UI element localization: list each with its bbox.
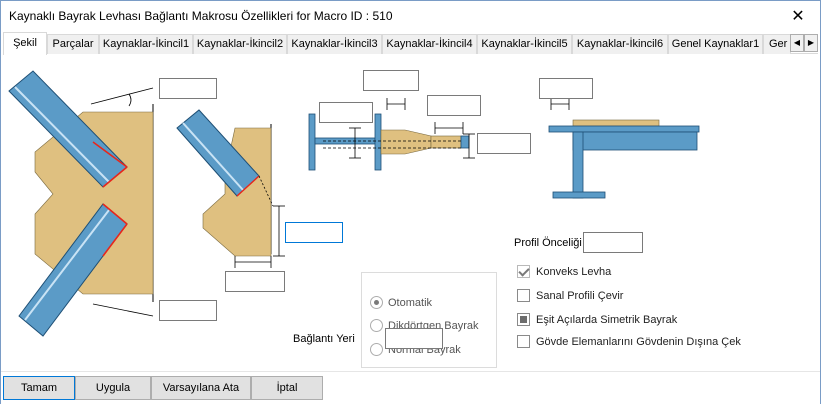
checkbox-sanal-profil[interactable]: Sanal Profili Çevir	[517, 289, 623, 302]
button-bar: Tamam Uygula Varsayılana Ata İptal	[1, 371, 820, 404]
bottom-angle-input[interactable]	[159, 300, 217, 321]
window-title: Kaynaklı Bayrak Levhası Bağlantı Makrosu…	[9, 9, 393, 23]
beam-width-input[interactable]	[427, 95, 481, 116]
shape-panel: Otomatik Dikdörtgen Bayrak Normal Bayrak…	[3, 54, 818, 369]
tab-kaynaklar-ikincil2[interactable]: Kaynaklar-İkincil2	[193, 34, 287, 54]
tab-kaynaklar-ikincil1[interactable]: Kaynaklar-İkincil1	[99, 34, 193, 54]
tab-kaynaklar-ikincil3[interactable]: Kaynaklar-İkincil3	[287, 34, 382, 54]
close-button[interactable]: ✕	[778, 3, 818, 29]
beam-length-input[interactable]	[477, 133, 531, 154]
ok-button[interactable]: Tamam	[3, 376, 75, 400]
chevron-left-icon: ◀	[793, 38, 801, 47]
checkbox[interactable]	[517, 265, 530, 278]
close-icon: ✕	[791, 8, 805, 25]
mid-angle-input[interactable]	[285, 222, 343, 243]
apply-button[interactable]: Uygula	[75, 376, 151, 400]
right-section-drawing	[548, 98, 700, 199]
checkbox-simetrik[interactable]: Eşit Açılarda Simetrik Bayrak	[517, 313, 677, 326]
beam-height-input[interactable]	[319, 102, 373, 123]
beam-gap-input[interactable]	[363, 70, 419, 91]
checkbox[interactable]	[517, 289, 530, 302]
checkbox-label: Sanal Profili Çevir	[536, 289, 624, 302]
checkbox-konveks[interactable]: Konveks Levha	[517, 265, 611, 278]
tab-scroll-right-button[interactable]: ▶	[804, 34, 818, 52]
checkbox-govde[interactable]: Gövde Elemanlarını Gövdenin Dışına Çek	[517, 335, 741, 348]
checkbox-label: Konveks Levha	[536, 265, 612, 278]
profile-priority-label: Profil Önceliği	[514, 237, 582, 249]
right-offset-input[interactable]	[539, 78, 593, 99]
left-connection-drawing	[8, 70, 154, 337]
tab-kaynaklar-ikincil4[interactable]: Kaynaklar-İkincil4	[382, 34, 477, 54]
chevron-right-icon: ▶	[807, 38, 815, 47]
profile-priority-input[interactable]	[583, 232, 643, 253]
tab-strip: Şekil Parçalar Kaynaklar-İkincil1 Kaynak…	[3, 32, 818, 55]
tab-genel-kaynaklar2[interactable]: Ger	[763, 34, 791, 54]
beam-section-drawing	[308, 98, 475, 171]
checkbox-label: Gövde Elemanlarını Gövdenin Dışına Çek	[536, 335, 741, 348]
checkbox[interactable]	[517, 313, 530, 326]
radio-button[interactable]	[370, 343, 383, 356]
radio-button[interactable]	[370, 296, 383, 309]
connection-diagram	[8, 70, 700, 337]
checkbox[interactable]	[517, 335, 530, 348]
tab-kaynaklar-ikincil6[interactable]: Kaynaklar-İkincil6	[572, 34, 668, 54]
mid-width-input[interactable]	[225, 271, 285, 292]
checkbox-label: Eşit Açılarda Simetrik Bayrak	[536, 313, 678, 326]
tab-genel-kaynaklar1[interactable]: Genel Kaynaklar1	[668, 34, 763, 54]
tab-kaynaklar-ikincil5[interactable]: Kaynaklar-İkincil5	[477, 34, 572, 54]
connection-location-label: Bağlantı Yeri	[293, 333, 355, 345]
title-bar: Kaynaklı Bayrak Levhası Bağlantı Makrosu…	[1, 1, 820, 31]
tab-sekil[interactable]: Şekil	[3, 32, 47, 55]
middle-connection-drawing	[176, 109, 285, 268]
plate-type-group: Otomatik Dikdörtgen Bayrak Normal Bayrak	[361, 272, 497, 368]
tab-scroll-left-button[interactable]: ◀	[790, 34, 804, 52]
tab-parcalar[interactable]: Parçalar	[47, 34, 99, 54]
connection-location-input[interactable]	[385, 328, 443, 349]
radio-otomatik[interactable]: Otomatik	[370, 296, 432, 309]
cancel-button[interactable]: İptal	[251, 376, 323, 400]
set-defaults-button[interactable]: Varsayılana Ata	[151, 376, 251, 400]
radio-label: Otomatik	[388, 296, 433, 309]
radio-button[interactable]	[370, 319, 383, 332]
top-angle-input[interactable]	[159, 78, 217, 99]
